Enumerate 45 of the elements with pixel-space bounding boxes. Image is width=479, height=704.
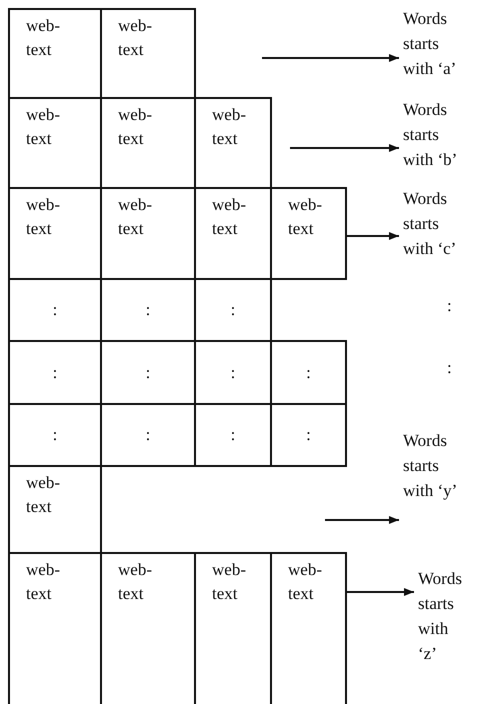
cell-text: web-text bbox=[212, 104, 247, 150]
ellipsis-mark: : bbox=[447, 358, 452, 378]
table-cell bbox=[270, 187, 347, 280]
cell-text: web-text bbox=[26, 104, 61, 150]
table-cell bbox=[194, 97, 272, 189]
target-label: Words starts with ‘a’ bbox=[403, 6, 470, 84]
cell-text: web-text bbox=[212, 559, 247, 605]
ellipsis-mark: : bbox=[447, 296, 452, 316]
cell-text: web-text bbox=[26, 15, 61, 61]
cell-text: web-text bbox=[118, 559, 153, 605]
ellipsis-mark: : bbox=[144, 362, 152, 384]
cell-text: web-text bbox=[26, 559, 61, 605]
ellipsis-mark: : bbox=[230, 424, 236, 446]
table-cell bbox=[8, 465, 102, 554]
cell-text: web-text bbox=[288, 559, 323, 605]
ellipsis-mark: : bbox=[230, 362, 236, 384]
cell-text: web-text bbox=[118, 104, 153, 150]
target-label: Words starts with ‘z’ bbox=[418, 566, 468, 668]
table-cell bbox=[270, 403, 347, 467]
target-label: Words starts with ‘b’ bbox=[403, 97, 470, 175]
arrow bbox=[347, 232, 399, 240]
target-label: Words starts with ‘y’ bbox=[403, 428, 470, 506]
cell-text: web-text bbox=[118, 15, 153, 61]
ellipsis-mark: : bbox=[52, 299, 58, 321]
ellipsis-mark: : bbox=[144, 299, 152, 321]
ellipsis-mark: : bbox=[230, 299, 236, 321]
cell-text: web-text bbox=[288, 194, 323, 240]
cell-text: web-text bbox=[118, 194, 153, 240]
target-label: Words starts with ‘c’ bbox=[403, 186, 470, 264]
table-cell bbox=[270, 552, 347, 704]
table-cell bbox=[8, 8, 102, 99]
arrow bbox=[262, 54, 399, 62]
ellipsis-mark: : bbox=[305, 362, 312, 384]
arrow bbox=[290, 144, 399, 152]
arrow bbox=[347, 588, 414, 596]
table-cell bbox=[270, 340, 347, 405]
arrow bbox=[325, 516, 399, 524]
cell-text: web-text bbox=[212, 194, 247, 240]
ellipsis-mark: : bbox=[144, 424, 152, 446]
ellipsis-mark: : bbox=[52, 424, 58, 446]
table-cell bbox=[100, 8, 196, 99]
cell-text: web-text bbox=[26, 472, 61, 518]
cell-text: web-text bbox=[26, 194, 61, 240]
ellipsis-mark: : bbox=[305, 424, 312, 446]
ellipsis-mark: : bbox=[52, 362, 58, 384]
